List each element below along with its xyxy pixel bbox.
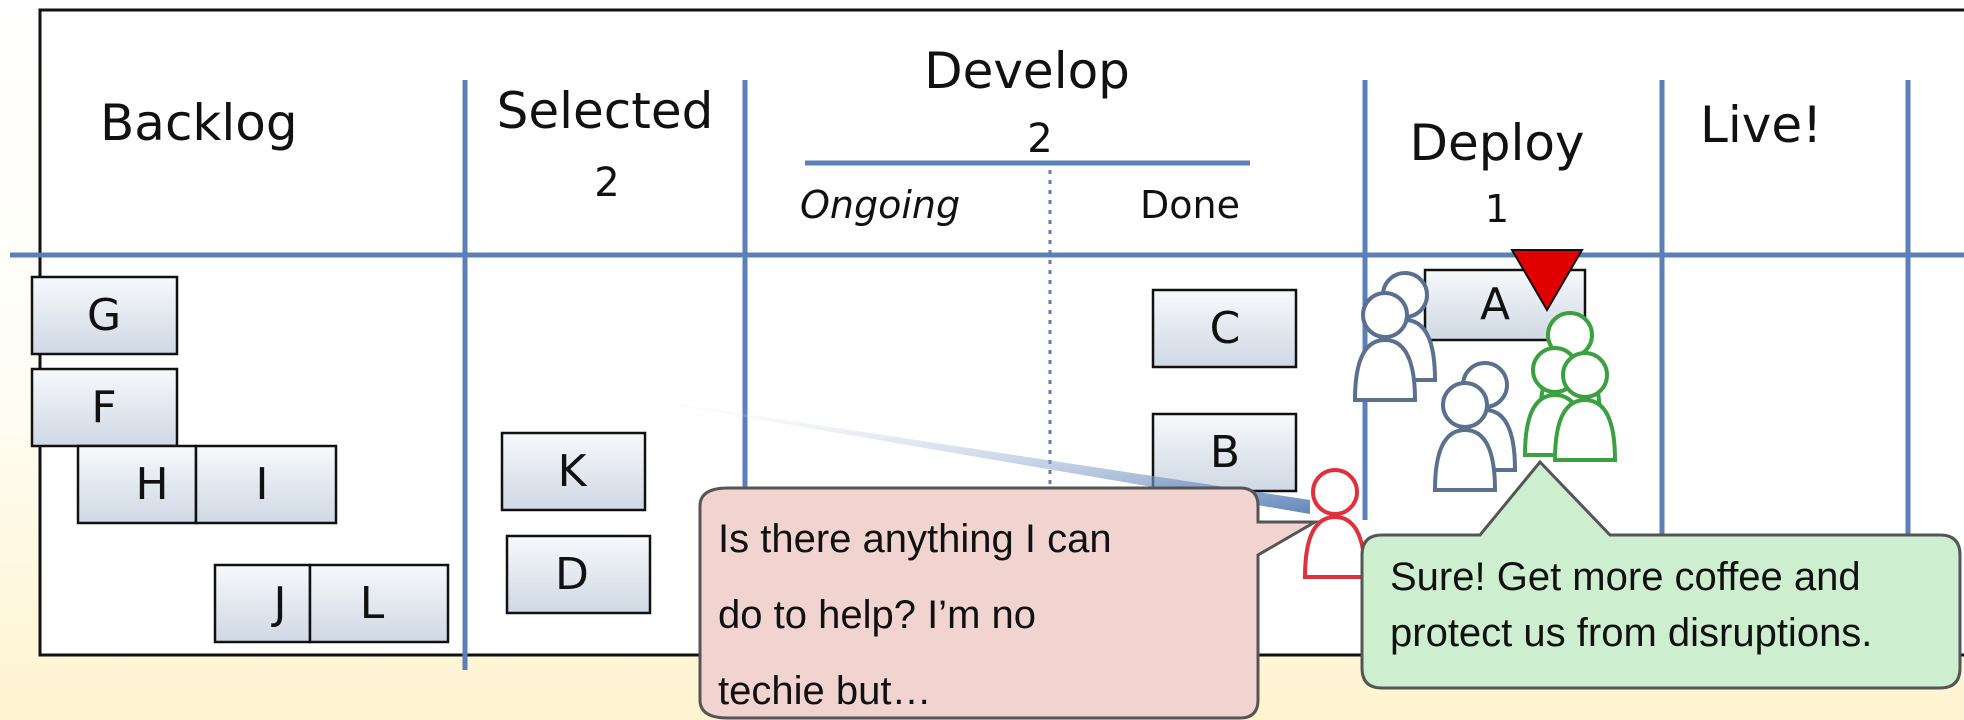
card-label: B <box>1210 427 1240 478</box>
card-label: F <box>91 382 116 433</box>
manager-speech-bubble: Is there anything I can do to help? I’m … <box>698 486 1321 720</box>
card-label: K <box>558 446 588 497</box>
card-label: L <box>360 578 385 629</box>
card-c[interactable]: C <box>1151 288 1298 369</box>
team-bubble-line2: protect us from disruptions. <box>1390 611 1872 655</box>
card-label: D <box>555 549 589 600</box>
card-d[interactable]: D <box>505 534 652 615</box>
manager-bubble-line2: do to help? I’m no <box>718 593 1036 637</box>
team-speech-bubble: Sure! Get more coffee and protect us fro… <box>1360 459 1962 690</box>
card-label: A <box>1480 279 1510 330</box>
deploy-wip-limit: 1 <box>1485 187 1509 231</box>
subcolumn-header-done: Done <box>1140 183 1240 227</box>
manager-bubble-line3: techie but… <box>718 669 931 713</box>
card-label: G <box>87 290 121 341</box>
card-label: I <box>256 459 269 510</box>
column-header-selected: Selected <box>497 82 714 140</box>
manager-bubble-line1: Is there anything I can <box>718 517 1112 561</box>
card-label: J <box>271 578 287 629</box>
team-members-blue-icon <box>1352 271 1518 492</box>
manager-person-icon <box>1302 468 1368 579</box>
team-bubble-line1: Sure! Get more coffee and <box>1390 555 1861 599</box>
subcolumn-header-ongoing: Ongoing <box>800 183 960 227</box>
card-label: H <box>135 459 168 510</box>
card-k[interactable]: K <box>500 431 647 512</box>
card-g[interactable]: G <box>30 275 179 356</box>
pointer-ray <box>575 388 1310 514</box>
team-members-green-icon <box>1522 311 1618 462</box>
card-j[interactable]: J <box>213 563 312 644</box>
card-i[interactable]: I <box>194 444 338 525</box>
card-h[interactable]: H <box>76 444 198 525</box>
card-l[interactable]: L <box>308 563 450 644</box>
card-label: C <box>1210 303 1241 354</box>
column-header-backlog: Backlog <box>100 94 298 152</box>
column-header-deploy: Deploy <box>1409 114 1584 172</box>
column-header-live: Live! <box>1700 96 1822 154</box>
selected-wip-limit: 2 <box>594 160 619 206</box>
column-header-develop: Develop <box>924 42 1130 100</box>
develop-wip-limit: 2 <box>1027 116 1052 162</box>
card-f[interactable]: F <box>30 367 179 448</box>
bottleneck-marker-icon <box>1510 249 1584 312</box>
